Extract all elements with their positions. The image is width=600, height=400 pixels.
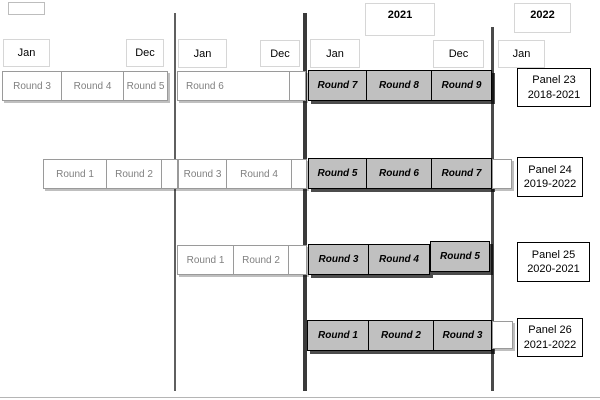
round-box: Round 2 (368, 321, 433, 350)
round-box: Round 2 (233, 246, 288, 274)
round-box: Round 1 (318, 330, 358, 341)
round-box: Round 7 (317, 80, 358, 91)
round-box: Round 5 (123, 72, 167, 100)
year-label: 2021 (365, 3, 435, 36)
round-box: Round 3 (318, 254, 359, 265)
empty-round-box (288, 246, 306, 274)
month-label: Dec (126, 39, 164, 67)
round-box: Round 4 (61, 72, 123, 100)
panel-year-range: 2019-2022 (523, 178, 577, 190)
panel-year-range: 2021-2022 (523, 338, 577, 351)
round-box: Round 8 (366, 71, 431, 100)
panel-label-box: Panel 25 2020-2021 (517, 242, 590, 282)
round-segment: Round 5 (430, 241, 490, 272)
round-box: Round 3 (433, 321, 491, 350)
panel-name: Panel 23 (532, 74, 576, 87)
round-box: Round 1 (186, 254, 225, 266)
empty-round-box (289, 72, 305, 100)
round-box: Round 2 (106, 160, 161, 188)
round-segment: Round 1 Round 2 (177, 245, 307, 275)
round-segment: Round 6 (177, 71, 306, 101)
round-box: Round 9 (431, 71, 491, 100)
panel-name: Panel 24 (528, 163, 572, 176)
year-separator-line (303, 13, 307, 391)
round-box: Round 6 (186, 80, 224, 92)
panel-name: Panel 25 (531, 248, 576, 261)
empty-round-box (493, 322, 512, 348)
panel-label-box: Panel 24 2019-2022 (517, 157, 583, 197)
month-label: Dec (260, 40, 300, 67)
month-label: Jan (178, 39, 227, 68)
month-label: Dec (433, 40, 484, 68)
panel-name: Panel 26 (528, 324, 572, 337)
bottom-edge-line (0, 397, 600, 398)
round-box: Round 7 (431, 159, 491, 188)
round-box: Round 6 (366, 159, 431, 188)
round-box: Round 1 (56, 168, 94, 180)
empty-round-box (493, 160, 511, 188)
empty-round-box (161, 160, 177, 188)
round-segment: Round 3 Round 4 (308, 244, 430, 275)
month-label: Jan (310, 39, 360, 68)
round-box: Round 5 (440, 251, 480, 262)
round-box: Round 5 (317, 168, 358, 179)
month-label: Jan (3, 39, 50, 67)
empty-round-box (291, 160, 306, 188)
round-box: Round 3 (183, 168, 222, 180)
round-segment: Round 1 Round 2 (43, 159, 178, 189)
year-label: 2022 (514, 3, 571, 33)
corner-box (8, 2, 45, 15)
round-box: Round 4 (226, 160, 291, 188)
round-box: Round 3 (13, 80, 51, 92)
round-segment: Round 3 Round 4 (178, 159, 307, 189)
panel-year-range: 2018-2021 (527, 88, 581, 101)
year-separator-line (174, 13, 176, 391)
round-segment (492, 159, 512, 189)
round-segment (492, 321, 513, 349)
round-box: Round 4 (368, 245, 429, 274)
panel-year-range: 2020-2021 (527, 263, 580, 275)
year-separator-line (491, 27, 494, 391)
month-label: Jan (498, 40, 545, 68)
